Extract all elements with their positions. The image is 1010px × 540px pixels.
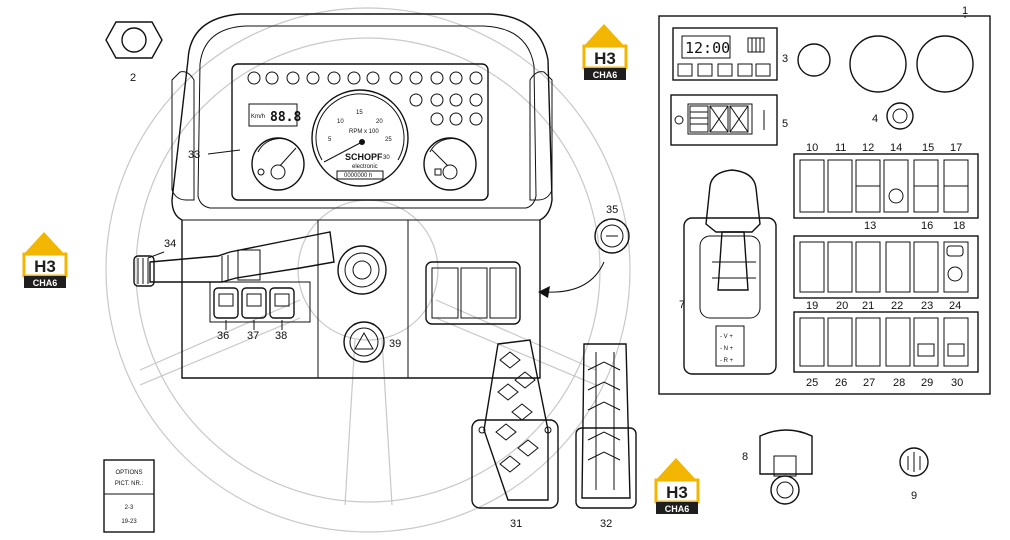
callout-9: 9 — [911, 490, 917, 502]
part-8-lever — [759, 429, 813, 505]
callout-1: 1 — [962, 5, 968, 17]
hour-counter: 0000000 h — [344, 173, 372, 179]
callout-21: 21 — [862, 300, 874, 312]
callout-7: 7 — [679, 299, 685, 311]
tick-5: 5 — [328, 137, 332, 143]
callout-11: 11 — [835, 142, 846, 154]
gear-v: - V + — [720, 334, 733, 340]
callout-4: 4 — [872, 113, 878, 125]
callout-19: 19 — [806, 300, 818, 312]
callout-24: 24 — [949, 300, 961, 312]
callout-10: 10 — [806, 142, 818, 154]
part-2-ring — [105, 21, 163, 59]
callout-34: 34 — [164, 238, 176, 250]
gear-r: - R + — [720, 358, 734, 364]
watermark-sub-top: CHA6 — [593, 70, 618, 80]
tick-30: 30 — [383, 155, 390, 161]
watermark-mark-top: H3 — [594, 49, 616, 68]
callout-38: 38 — [275, 330, 287, 342]
callout-29: 29 — [921, 377, 933, 389]
callout-16: 16 — [921, 220, 933, 232]
callout-22: 22 — [891, 300, 903, 312]
center-knob — [337, 245, 387, 295]
callout-30: 30 — [951, 377, 963, 389]
dashboard-housing — [171, 13, 553, 379]
callout-8: 8 — [742, 451, 748, 463]
part-35-key-switch — [538, 218, 630, 298]
temperature-gauge — [423, 137, 477, 191]
clock-display: 12:00 — [685, 39, 730, 57]
callout-20: 20 — [836, 300, 848, 312]
callout-18: 18 — [953, 220, 965, 232]
options-box — [103, 459, 155, 533]
part-9-knob — [899, 447, 929, 477]
rocker-switches-36-38 — [209, 281, 311, 323]
callout-15: 15 — [922, 142, 934, 154]
watermark-mark-bottom: H3 — [666, 483, 688, 502]
watermark-mark-left: H3 — [34, 257, 56, 276]
watermark-logo-top: H3 CHA6 — [582, 24, 628, 80]
callout-28: 28 — [893, 377, 905, 389]
part-32-brake-pedal — [575, 343, 637, 509]
callout-14: 14 — [890, 142, 902, 154]
options-header-2: PICT. NR.: — [115, 481, 144, 487]
fuel-gauge — [251, 137, 305, 191]
watermark-logo-left: H3 CHA6 — [22, 232, 68, 288]
options-value-2: 19-23 — [121, 519, 137, 525]
watermark-sub-left: CHA6 — [33, 278, 58, 288]
tick-10: 10 — [337, 119, 344, 125]
brand-label: SCHOPF — [345, 152, 383, 162]
callout-36: 36 — [217, 330, 229, 342]
warning-lamp-row — [247, 71, 483, 126]
callout-3: 3 — [782, 53, 788, 65]
callout-17: 17 — [950, 142, 962, 154]
options-value-1: 2-3 — [125, 505, 134, 511]
callout-39: 39 — [389, 338, 401, 350]
callout-23: 23 — [921, 300, 933, 312]
tick-15: 15 — [356, 110, 363, 116]
callout-37: 37 — [247, 330, 259, 342]
watermark-sub-bottom: CHA6 — [665, 504, 690, 514]
callouts: 1 3 4 5 7 8 9 10 11 12 13 14 15 16 17 18… — [164, 5, 968, 530]
callout-35: 35 — [606, 204, 618, 216]
part-31-accelerator-pedal — [471, 339, 559, 509]
watermark-logo-bottom: H3 CHA6 — [654, 458, 700, 514]
speed-display: Km/h 88.8 — [248, 103, 301, 127]
sub-brand-label: electronic — [352, 164, 378, 170]
callout-26: 26 — [835, 377, 847, 389]
leader-lines — [147, 16, 966, 330]
callout-13: 13 — [864, 220, 876, 232]
callout-27: 27 — [863, 377, 875, 389]
part-1-side-panel: 12:00 — [658, 15, 991, 395]
callout-5: 5 — [782, 118, 788, 130]
callout-32: 32 — [600, 518, 612, 530]
callout-12: 12 — [862, 142, 874, 154]
part-39-hazard-switch — [343, 321, 385, 363]
callout-2: 2 — [130, 72, 136, 84]
dashboard-switch-slots — [425, 261, 521, 325]
part-34-indicator-stalk — [133, 231, 335, 287]
callout-25: 25 — [806, 377, 818, 389]
speed-digits: 88.8 — [270, 110, 301, 125]
gear-n: - N + — [720, 346, 734, 352]
speed-unit: Km/h — [251, 114, 265, 120]
options-header-1: OPTIONS — [115, 470, 142, 476]
callout-31: 31 — [510, 518, 522, 530]
rpm-label: RPM x 100 — [349, 129, 379, 135]
callout-33: 33 — [188, 149, 200, 161]
tick-20: 20 — [376, 119, 383, 125]
tachometer: 5 10 15 20 25 30 RPM x 100 SCHOPF electr… — [311, 89, 409, 187]
tick-25: 25 — [385, 137, 392, 143]
